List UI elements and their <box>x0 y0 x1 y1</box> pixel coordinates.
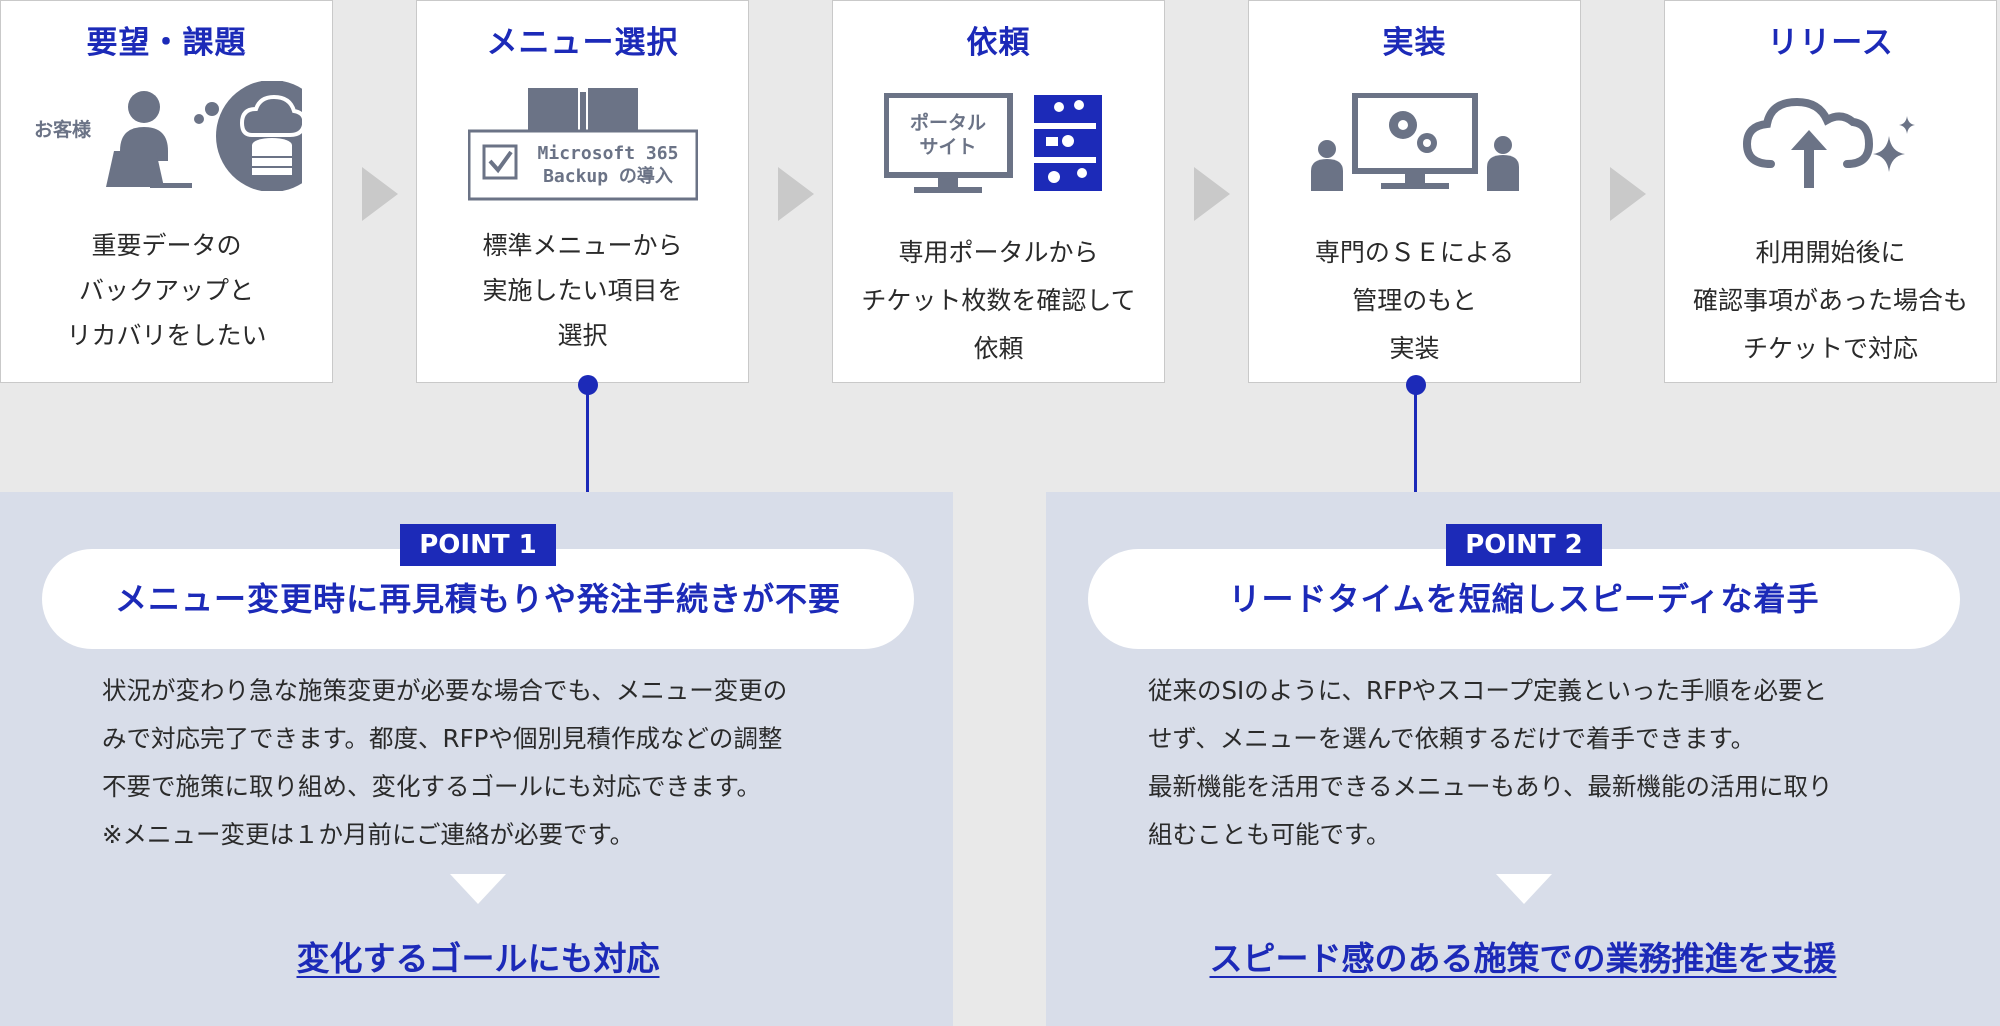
step-title: 依頼 <box>966 25 1031 61</box>
menu-book-checkbox-icon: Microsoft 365 Backup の導入 <box>467 86 698 206</box>
step-order: 依頼 ポータル サイト 専用ポータルから チケット枚数を確認して 依頼 <box>832 0 1165 383</box>
step-menu-selection: メニュー選択 Microsoft 365 Backup の導入 標準メニューから… <box>416 0 749 383</box>
connector-line <box>586 385 589 492</box>
point-body: 従来のSIのように、RFPやスコープ定義といった手順を必要と せず、メニューを選… <box>1148 676 1833 849</box>
down-arrow-icon <box>1496 874 1552 904</box>
point-body: 状況が変わり急な施策変更が必要な場合でも、メニュー変更の みで対応完了できます。… <box>102 676 788 849</box>
point-badge: POINT 1 <box>400 524 556 566</box>
step-title: メニュー選択 <box>486 25 679 61</box>
point-heading: メニュー変更時に再見積もりや発注手続きが不要 <box>42 549 914 649</box>
point-badge: POINT 2 <box>1446 524 1602 566</box>
flow-arrow-icon <box>778 167 814 221</box>
step-release: リリース 利用開始後に 確認事項があった場合も チケットで対応 <box>1664 0 1997 383</box>
customer-label: お客様 <box>34 118 92 141</box>
step-title: 実装 <box>1382 25 1447 61</box>
step-description: 重要データの バックアップと リカバリをしたい <box>66 231 267 350</box>
customer-database-icon: お客様 <box>32 80 328 192</box>
step-request: 要望・課題 お客様 重要データの バックアップと リカバリをしたい <box>0 0 333 383</box>
step-title: リリース <box>1767 25 1894 61</box>
step-implementation: 実装 専門のＳＥによる 管理のもと 実装 <box>1248 0 1581 383</box>
point-panel-2: POINT 2 リードタイムを短縮しスピーディな着手 従来のSIのように、RFP… <box>1046 492 2000 1026</box>
flow-arrow-icon <box>1194 167 1230 221</box>
point-panel-1: POINT 1 メニュー変更時に再見積もりや発注手続きが不要 状況が変わり急な施… <box>0 492 953 1026</box>
svg-text:ポータル: ポータル <box>909 111 985 134</box>
engineers-monitor-gears-icon <box>1305 92 1525 198</box>
step-description: 標準メニューから 実施したい項目を 選択 <box>482 231 683 350</box>
step-description: 利用開始後に 確認事項があった場合も チケットで対応 <box>1692 238 1968 363</box>
down-arrow-icon <box>450 874 506 904</box>
cloud-upload-sparkle-icon <box>1741 96 1921 196</box>
point-result: スピード感のある施策での業務推進を支援 <box>1209 939 1837 978</box>
portal-site-icon: ポータル サイト <box>882 92 1114 198</box>
flow-arrow-icon <box>1610 167 1646 221</box>
connector-line <box>1414 385 1417 492</box>
svg-text:サイト: サイト <box>919 136 976 158</box>
flow-arrow-icon <box>362 167 398 221</box>
step-title: 要望・課題 <box>86 25 247 61</box>
svg-text:Backup の導入: Backup の導入 <box>543 165 673 187</box>
svg-text:Microsoft 365: Microsoft 365 <box>537 143 678 164</box>
point-result: 変化するゴールにも対応 <box>296 939 660 978</box>
step-description: 専門のＳＥによる 管理のもと 実装 <box>1314 238 1515 363</box>
step-description: 専用ポータルから チケット枚数を確認して 依頼 <box>861 238 1136 363</box>
